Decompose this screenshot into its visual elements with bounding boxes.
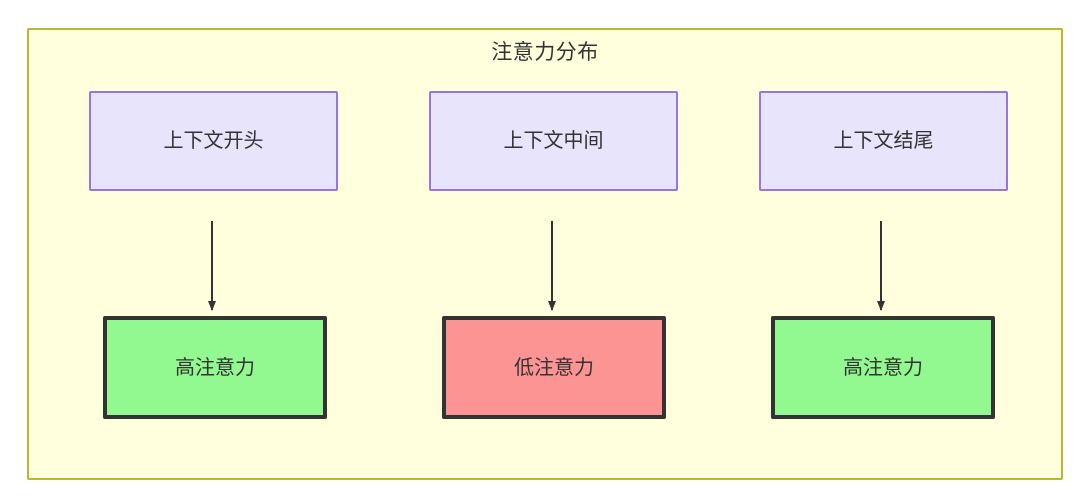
subgraph-title: 注意力分布 — [491, 41, 599, 64]
node-ctx-end-label: 上下文结尾 — [833, 130, 934, 152]
node-ctx-start-label: 上下文开头 — [163, 130, 264, 152]
node-ctx-mid[interactable]: 上下文中间 — [429, 91, 678, 191]
node-attn-high-2-label: 高注意力 — [843, 356, 923, 379]
node-attn-high-1[interactable]: 高注意力 — [103, 316, 327, 419]
node-attn-high-1-label: 高注意力 — [175, 356, 255, 379]
subgraph-container: 注意力分布 上下文开头 上下文中间 — [27, 28, 1063, 480]
node-ctx-end[interactable]: 上下文结尾 — [759, 91, 1008, 191]
node-ctx-mid-label: 上下文中间 — [503, 130, 604, 152]
node-attn-low[interactable]: 低注意力 — [442, 316, 666, 419]
node-ctx-start[interactable]: 上下文开头 — [89, 91, 338, 191]
node-attn-high-2[interactable]: 高注意力 — [771, 316, 995, 419]
node-attn-low-label: 低注意力 — [514, 356, 594, 379]
